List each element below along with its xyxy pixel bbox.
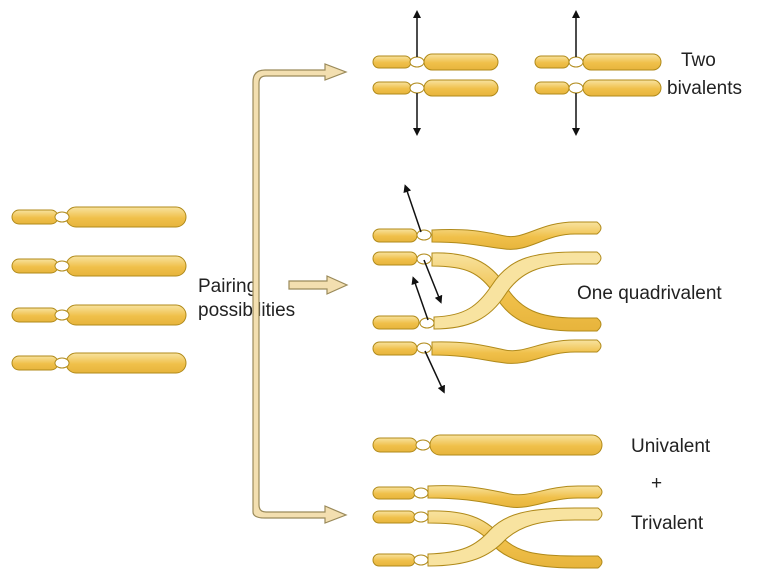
input-chromosome-4 bbox=[12, 353, 186, 373]
trivalent bbox=[373, 486, 602, 568]
quadrivalent: One quadrivalent bbox=[373, 188, 722, 390]
univalent-label: Univalent bbox=[631, 436, 711, 457]
two-bivalents-label-line1: Two bbox=[681, 50, 716, 71]
quadrivalent-arm-1 bbox=[432, 222, 601, 249]
quadrivalent-arm-4 bbox=[432, 340, 601, 363]
input-chromosome-2 bbox=[12, 256, 186, 276]
middle-arrow bbox=[289, 276, 347, 294]
pairing-label-line1: Pairing bbox=[198, 276, 257, 297]
bivalent-2 bbox=[535, 14, 661, 132]
univalent bbox=[373, 435, 602, 455]
trivalent-arm-1 bbox=[428, 486, 602, 508]
quadrivalent-label: One quadrivalent bbox=[577, 283, 722, 304]
spindle-arrow-up bbox=[406, 188, 421, 232]
trivalent-label: Trivalent bbox=[631, 513, 704, 534]
input-chromosomes bbox=[12, 207, 186, 373]
input-chromosome-3 bbox=[12, 305, 186, 325]
spindle-arrow-down bbox=[425, 351, 443, 390]
pairing-label-line2: possibilities bbox=[198, 300, 295, 321]
two-bivalents: Two bivalents bbox=[373, 14, 742, 132]
univalent-trivalent: Univalent + Trivalent bbox=[373, 435, 711, 568]
spindle-arrow-up bbox=[414, 280, 428, 320]
input-chromosome-1 bbox=[12, 207, 186, 227]
branch-bracket bbox=[253, 64, 346, 523]
bivalent-1 bbox=[373, 14, 498, 132]
plus-label: + bbox=[651, 473, 662, 494]
two-bivalents-label-line2: bivalents bbox=[667, 78, 742, 99]
branch-arrows bbox=[253, 64, 347, 523]
